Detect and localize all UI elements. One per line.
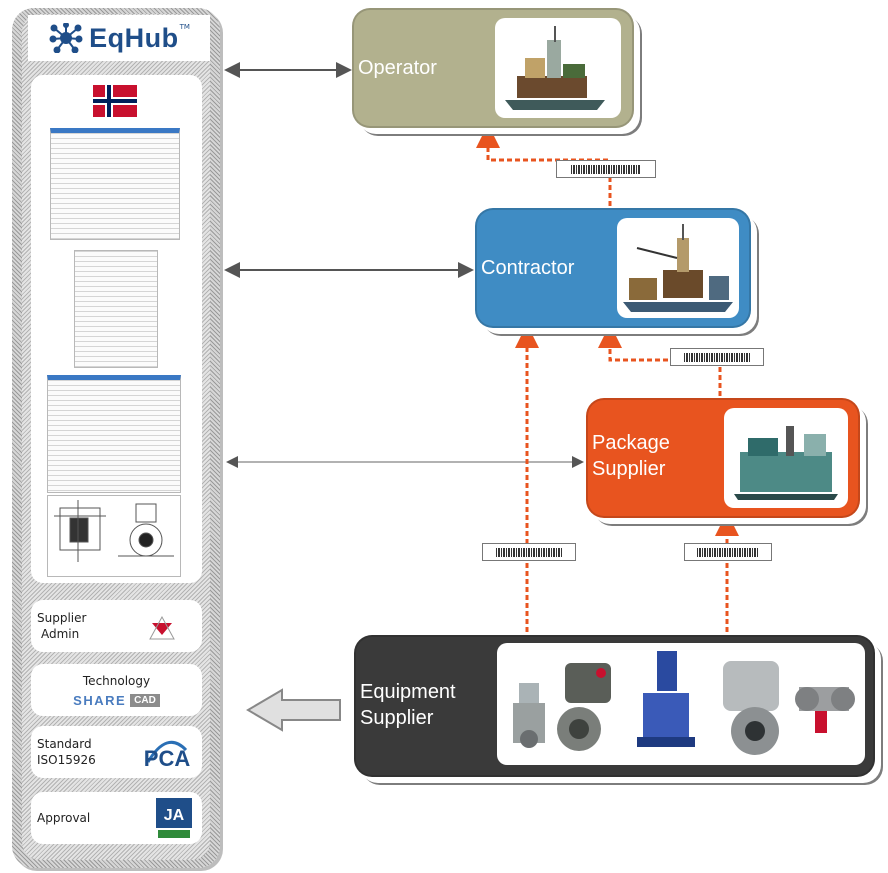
achilles-logo — [149, 615, 175, 640]
pca-logo: PCA — [144, 740, 191, 771]
sharecad-cad-text: CAD — [130, 693, 160, 707]
norway-flag-icon — [93, 85, 137, 117]
construction-platform-icon — [623, 224, 733, 312]
package-supplier-label-line1: Package — [592, 432, 670, 454]
operator-platform-photo — [495, 18, 621, 118]
sharecad-share-text: SHARE — [73, 692, 127, 708]
network-node-icon — [49, 23, 83, 53]
technology-label: Technology — [82, 673, 151, 688]
standard-card: Standard ISO15926 PCA — [31, 726, 202, 778]
big-left-arrow — [246, 688, 341, 732]
svg-text:PCA: PCA — [144, 746, 191, 771]
package-module-photo — [724, 408, 848, 508]
barcode-tag — [482, 543, 576, 561]
supplier-admin-card: Supplier Admin — [31, 600, 202, 652]
equipment-supplier-label-line1: Equipment — [360, 681, 456, 703]
contractor-box: Contractor — [475, 208, 751, 328]
equipment-supplier-box: Equipment Supplier — [354, 635, 875, 777]
technical-drawing-thumbnail — [47, 495, 181, 577]
operator-label: Operator — [358, 57, 437, 79]
barcode-tag — [556, 160, 656, 178]
supplier-admin-label-line2: Admin — [41, 627, 80, 641]
equipment-photos — [497, 643, 865, 765]
approval-label: Approval — [37, 811, 91, 825]
jqs-logo: JA — [156, 798, 192, 838]
contractor-platform-photo — [617, 218, 739, 318]
document-page-thumbnail — [74, 250, 158, 368]
package-supplier-box: Package Supplier — [586, 398, 860, 518]
valves-and-actuators-icon — [513, 651, 855, 755]
equipment-supplier-label-line2: Supplier — [360, 707, 434, 729]
barcode-tag — [670, 348, 764, 366]
eqhub-logo: EqHub TM — [28, 15, 210, 61]
offshore-platform-icon — [505, 26, 605, 110]
svg-text:JA: JA — [164, 807, 185, 824]
technology-card: Technology SHARE CAD — [31, 664, 202, 716]
application-screenshot — [47, 375, 181, 493]
standard-label-line1: Standard — [37, 737, 92, 751]
standard-label-line2: ISO15926 — [37, 753, 96, 767]
datasheet-screenshot — [50, 128, 180, 240]
flow-package-to-contractor — [598, 324, 722, 396]
package-supplier-label-line2: Supplier — [592, 458, 666, 480]
flow-contractor-to-operator — [476, 124, 612, 206]
process-skid-icon — [734, 426, 838, 500]
barcode-tag — [684, 543, 772, 561]
eqhub-logo-text: EqHub — [89, 22, 179, 53]
eqhub-trademark: TM — [179, 23, 190, 31]
operator-box: Operator — [352, 8, 634, 128]
sharecad-logo: SHARE CAD — [73, 693, 160, 708]
contractor-label: Contractor — [481, 257, 575, 279]
supplier-admin-label-line1: Supplier — [37, 611, 87, 625]
approval-card: Approval JA — [31, 792, 202, 844]
